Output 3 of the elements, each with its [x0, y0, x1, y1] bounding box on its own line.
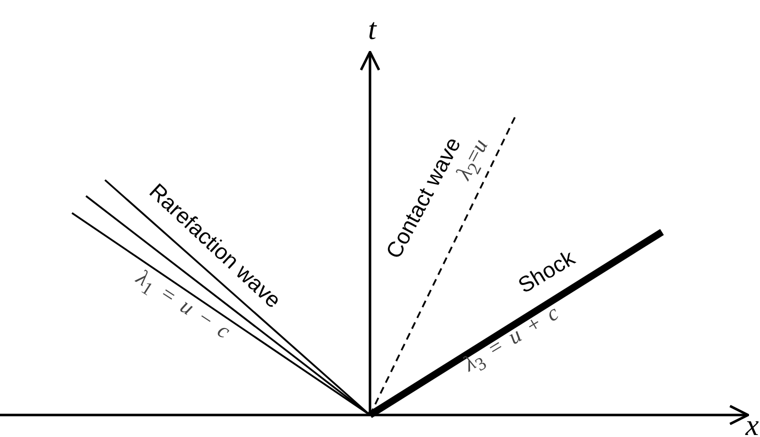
axis-label: t	[368, 15, 376, 45]
axis-label: x	[746, 411, 759, 437]
eigenvalue-label: λ$_{3}$ = u + c	[460, 301, 564, 378]
